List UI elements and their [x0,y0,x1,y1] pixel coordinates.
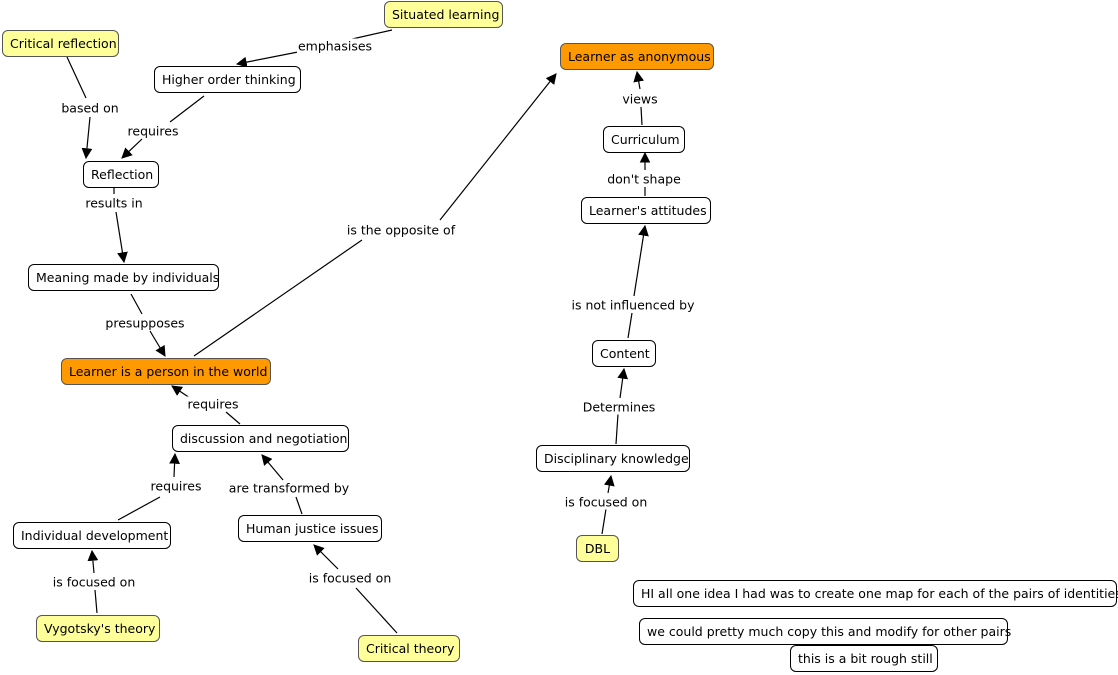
node-individual-development[interactable]: Individual development [13,522,171,549]
edge-label-determines: Determines [581,399,657,415]
edge-requires-disc-line2 [171,385,191,399]
edge-opposite-line1 [193,239,363,357]
edge-focused-crit-line2 [313,544,339,570]
edge-views-line2 [633,70,645,90]
edge-requires-indiv-line2 [169,452,180,478]
edge-focused-dbl-line1 [601,508,607,535]
node-learner-person[interactable]: Learner is a person in the world [61,358,271,385]
note-one-map-per-pair[interactable]: HI all one idea I had was to create one … [633,580,1118,607]
edge-requires-indiv-line1 [117,496,161,521]
edge-requires-hot-line2 [121,138,143,159]
node-content[interactable]: Content [592,340,656,367]
edge-based-on-line1 [66,56,87,99]
edge-based-on-line2 [81,116,93,160]
node-reflection[interactable]: Reflection [83,161,159,188]
edge-requires-hot-line1 [169,95,205,123]
edge-focused-crit-line1 [355,587,398,634]
edge-label-is-the-opposite-of: is the opposite of [345,222,457,238]
edge-views-line1 [640,106,643,126]
edge-not-influenced-line1 [627,312,633,339]
edge-label-are-transformed-by: are transformed by [227,480,351,496]
edge-presupposes-line2 [149,330,166,357]
edge-label-is-focused-on-crit: is focused on [307,570,393,586]
edge-label-views: views [621,91,659,107]
edge-emphasises-line2 [235,51,299,68]
edge-determines-line2 [617,367,629,399]
node-learner-anonymous[interactable]: Learner as anonymous [560,43,714,70]
node-vygotsky[interactable]: Vygotsky's theory [36,615,160,642]
edge-focused-vyg-line1 [94,589,98,614]
node-discussion[interactable]: discussion and negotiation [172,425,349,452]
node-human-justice[interactable]: Human justice issues [238,515,382,542]
edge-label-emphasises: emphasises [296,38,374,54]
edge-label-is-focused-on-vyg: is focused on [51,574,137,590]
node-critical-theory[interactable]: Critical theory [358,635,460,662]
edge-opposite-line2 [439,73,557,221]
edge-label-is-not-influenced-by: is not influenced by [570,297,696,313]
edge-label-dont-shape: don't shape [606,171,682,187]
edge-focused-vyg-line2 [87,549,99,574]
edge-not-influenced-line2 [633,224,649,297]
edge-determines-line1 [615,413,619,445]
edge-label-requires-disc: requires [186,396,240,412]
edge-label-based-on: based on [60,100,120,116]
node-learners-attitudes[interactable]: Learner's attitudes [581,197,711,224]
node-situated-learning[interactable]: Situated learning [384,1,503,28]
edge-results-in-line2 [115,211,128,264]
node-critical-reflection[interactable]: Critical reflection [2,30,119,57]
edge-transformed-line2 [261,454,284,481]
node-higher-order-thinking[interactable]: Higher order thinking [154,66,301,93]
edge-label-presupposes: presupposes [104,315,186,331]
node-meaning-made[interactable]: Meaning made by individuals [28,264,219,291]
edge-label-is-focused-on-dbl: is focused on [563,494,649,510]
note-copy-and-modify[interactable]: we could pretty much copy this and modif… [639,618,1011,645]
edge-label-requires-hot: requires [126,123,180,139]
edge-presupposes-line1 [130,293,143,315]
edge-label-requires-indiv: requires [149,478,203,494]
edge-requires-disc-line1 [225,411,241,425]
node-dbl[interactable]: DBL [576,535,619,562]
edge-transformed-line1 [295,496,303,515]
node-curriculum[interactable]: Curriculum [603,126,685,153]
edge-focused-dbl-line2 [603,474,615,494]
edge-label-results-in: results in [84,195,144,211]
note-rough-still[interactable]: this is a bit rough still [790,645,938,672]
node-disciplinary-knowledge[interactable]: Disciplinary knowledge [536,445,690,472]
